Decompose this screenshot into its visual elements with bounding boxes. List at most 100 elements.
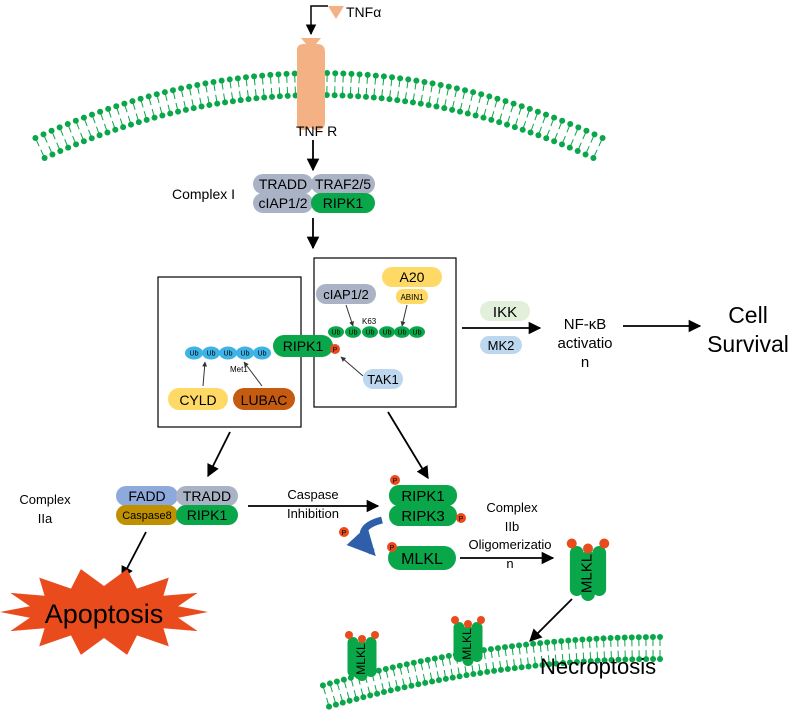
oligomerization-line1: Oligomerizatio [468,537,551,552]
lubac-label: LUBAC [241,392,288,408]
lipid-head [380,689,387,696]
ubiquitin-bead [185,346,203,360]
lipid-head [478,91,485,98]
lipid-head [339,92,346,99]
complex2b-ripk1-label: RIPK1 [401,488,444,505]
oligomer-mlkl-label: MLKL [579,554,596,593]
complex1-ripk1-label: RIPK1 [323,195,364,211]
lipid-head [202,80,209,87]
lipid-head [331,92,338,99]
lipid-head [56,124,63,131]
mk2-label: MK2 [488,338,515,353]
mlkl-monomer-phospho [477,616,485,624]
lipid-head [491,667,498,674]
lipid-head [214,100,221,107]
lipid-head [48,127,55,134]
lipid-head [284,92,291,99]
oligomer-mlkl-label: MLKL [354,643,368,675]
lipid-head [159,112,166,119]
lipid-head [497,666,504,673]
lipid-head [628,634,635,641]
mlkl-monomer-phospho [583,543,593,554]
lipid-head [348,70,355,77]
lipid-head [494,645,501,652]
lipid-head [614,634,621,641]
nfkb-line3: n [581,354,589,371]
phosphorylation-curve-arrow [346,516,383,557]
mlkl-monomer-phospho [451,616,459,624]
complex1-ciap [253,193,313,213]
lipid-head [525,663,532,670]
lipid-head [417,100,424,107]
ubiquitin-label: Ub [332,329,341,336]
lipid-head [527,129,534,136]
lipid-head [470,671,477,678]
lipid-head [105,105,112,112]
lipid-head [544,639,551,646]
mlkl-monomer-phospho [358,635,366,643]
mlkl-monomer [471,622,483,662]
lipid-head [543,135,550,142]
complex2a-fadd-label: FADD [128,488,165,504]
lipid-head [488,116,495,123]
lipid-head [551,114,558,121]
mlkl-monomer [592,546,607,596]
lipid-head [530,640,537,647]
lipid-head [504,121,511,128]
lipid-head [32,135,39,142]
ripk1-phospho-label: P [393,478,398,485]
lipid-head [405,76,412,83]
lipid-head [112,126,119,133]
mlkl-monomer-phospho [566,538,577,549]
lipid-head [642,634,649,641]
ubiquitin-label: Ub [258,350,267,357]
lipid-head [553,660,560,667]
caspase-inhibition-line2: Inhibition [287,506,339,521]
lipid-head [229,98,236,105]
abin1-box [396,289,428,304]
lipid-head [151,114,158,121]
ubiq-ripk1-label: RIPK1 [283,338,324,354]
lipid-head [80,114,87,121]
lipid-head [73,141,80,148]
oligomerization-line2: n [506,556,513,571]
k63-label: K63 [362,317,377,326]
lipid-head [600,635,607,642]
ubiquitin-bead [253,346,271,360]
oligomer-to-membrane-arrow [529,598,573,642]
lipid-head [574,147,581,154]
lipid-head [650,656,657,663]
lipid-head [346,697,353,704]
lipid-head [222,99,229,106]
lipid-head [57,147,64,154]
lipid-head [194,81,201,88]
lipid-head [438,654,445,661]
tnf-ligand-triangle [328,6,344,19]
a20-arrow [400,304,408,327]
lipid-head [340,70,347,77]
mlkl-phospho [387,542,397,552]
complex1-tradd [253,174,313,194]
cyld-label: CYLD [179,392,216,408]
ciap-box [316,284,376,304]
lipid-head [594,657,601,664]
lipid-head [591,131,598,138]
lipid-head [129,98,136,105]
lipid-head [487,646,494,653]
a20-box [382,267,442,287]
lipid-head [259,72,266,79]
complex2a-fadd [116,486,178,506]
cell-survival-line1: Cell [728,302,768,328]
lipid-head [580,658,587,665]
mlkl-box [388,546,456,570]
ubiquitin-label: Ub [398,329,407,336]
complex2b-ripk3 [389,505,457,526]
lipid-head [190,105,197,112]
ubiquitin-label: Ub [207,350,216,357]
lipid-head [607,635,614,642]
lipid-head [453,85,460,92]
ubiquitin-bead [409,326,425,338]
lipid-head [80,138,87,145]
